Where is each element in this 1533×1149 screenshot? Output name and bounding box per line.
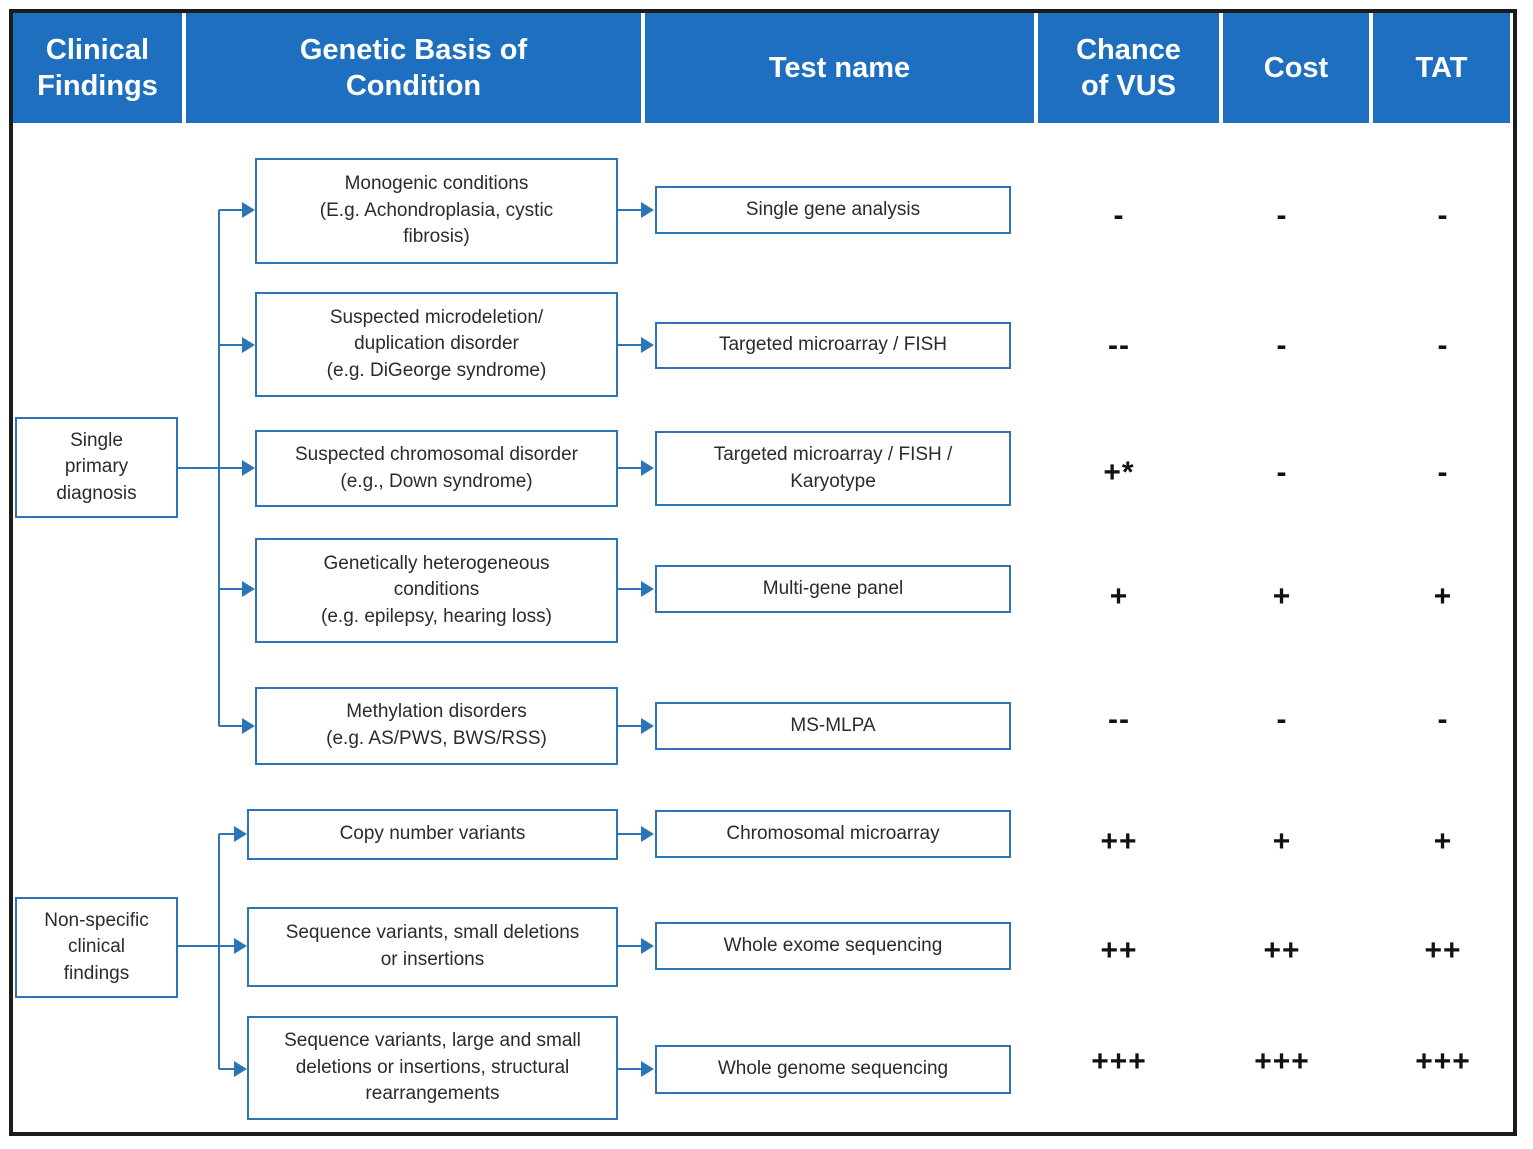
tat-symbol: + [1433,825,1453,858]
cost-symbol: ++ [1263,934,1301,967]
arrowhead-icons [234,202,654,1077]
header-clinical-findings: Clinical Findings [13,13,182,123]
vus-symbol: -- [1108,329,1130,362]
condition-box-sequence-large: Sequence variants, large and small delet… [247,1016,618,1120]
vus-symbol: + [1109,580,1129,613]
tat-symbol: - [1437,703,1449,736]
tat-symbol: + [1433,580,1453,613]
cost-symbol: +++ [1254,1045,1310,1078]
tat-symbol: - [1437,199,1449,232]
tat-symbol: +++ [1415,1045,1471,1078]
tat-symbol: ++ [1424,934,1462,967]
header-cost: Cost [1223,13,1369,123]
header-chance-of-vus: Chance of VUS [1038,13,1219,123]
tat-symbol: - [1437,456,1449,489]
vus-symbol: -- [1108,703,1130,736]
cost-symbol: - [1276,456,1288,489]
condition-box-heterogeneous: Genetically heterogeneous conditions (e.… [255,538,618,643]
test-box-targeted-karyotype: Targeted microarray / FISH / Karyotype [655,431,1011,506]
vus-symbol: +* [1103,456,1135,489]
cost-symbol: - [1276,199,1288,232]
header-genetic-basis: Genetic Basis of Condition [186,13,641,123]
cost-symbol: + [1272,825,1292,858]
test-box-whole-genome: Whole genome sequencing [655,1045,1011,1094]
test-box-targeted-fish: Targeted microarray / FISH [655,322,1011,369]
condition-box-microdeletion: Suspected microdeletion/ duplication dis… [255,292,618,397]
clinical-finding-single-primary-box: Single primary diagnosis [15,417,178,518]
table-header: Clinical Findings Genetic Basis of Condi… [13,13,1510,123]
condition-box-methylation: Methylation disorders (e.g. AS/PWS, BWS/… [255,687,618,765]
condition-box-chromosomal: Suspected chromosomal disorder (e.g., Do… [255,430,618,507]
cost-symbol: + [1272,580,1292,613]
header-test-name: Test name [645,13,1034,123]
clinical-finding-non-specific-box: Non-specific clinical findings [15,897,178,998]
condition-box-sequence-small: Sequence variants, small deletions or in… [247,907,618,987]
connector-line-group [178,209,642,1070]
cost-symbol: - [1276,703,1288,736]
test-box-ms-mlpa: MS-MLPA [655,702,1011,750]
test-box-whole-exome: Whole exome sequencing [655,922,1011,970]
cost-symbol: - [1276,329,1288,362]
vus-symbol: - [1113,199,1125,232]
header-tat: TAT [1373,13,1510,123]
condition-box-monogenic: Monogenic conditions (E.g. Achondroplasi… [255,158,618,264]
test-box-multi-gene-panel: Multi-gene panel [655,565,1011,613]
test-box-single-gene: Single gene analysis [655,186,1011,234]
vus-symbol: ++ [1100,825,1138,858]
condition-box-copy-number: Copy number variants [247,809,618,860]
vus-symbol: ++ [1100,934,1138,967]
vus-symbol: +++ [1091,1045,1147,1078]
tat-symbol: - [1437,329,1449,362]
test-box-chromosomal-microarray: Chromosomal microarray [655,810,1011,858]
